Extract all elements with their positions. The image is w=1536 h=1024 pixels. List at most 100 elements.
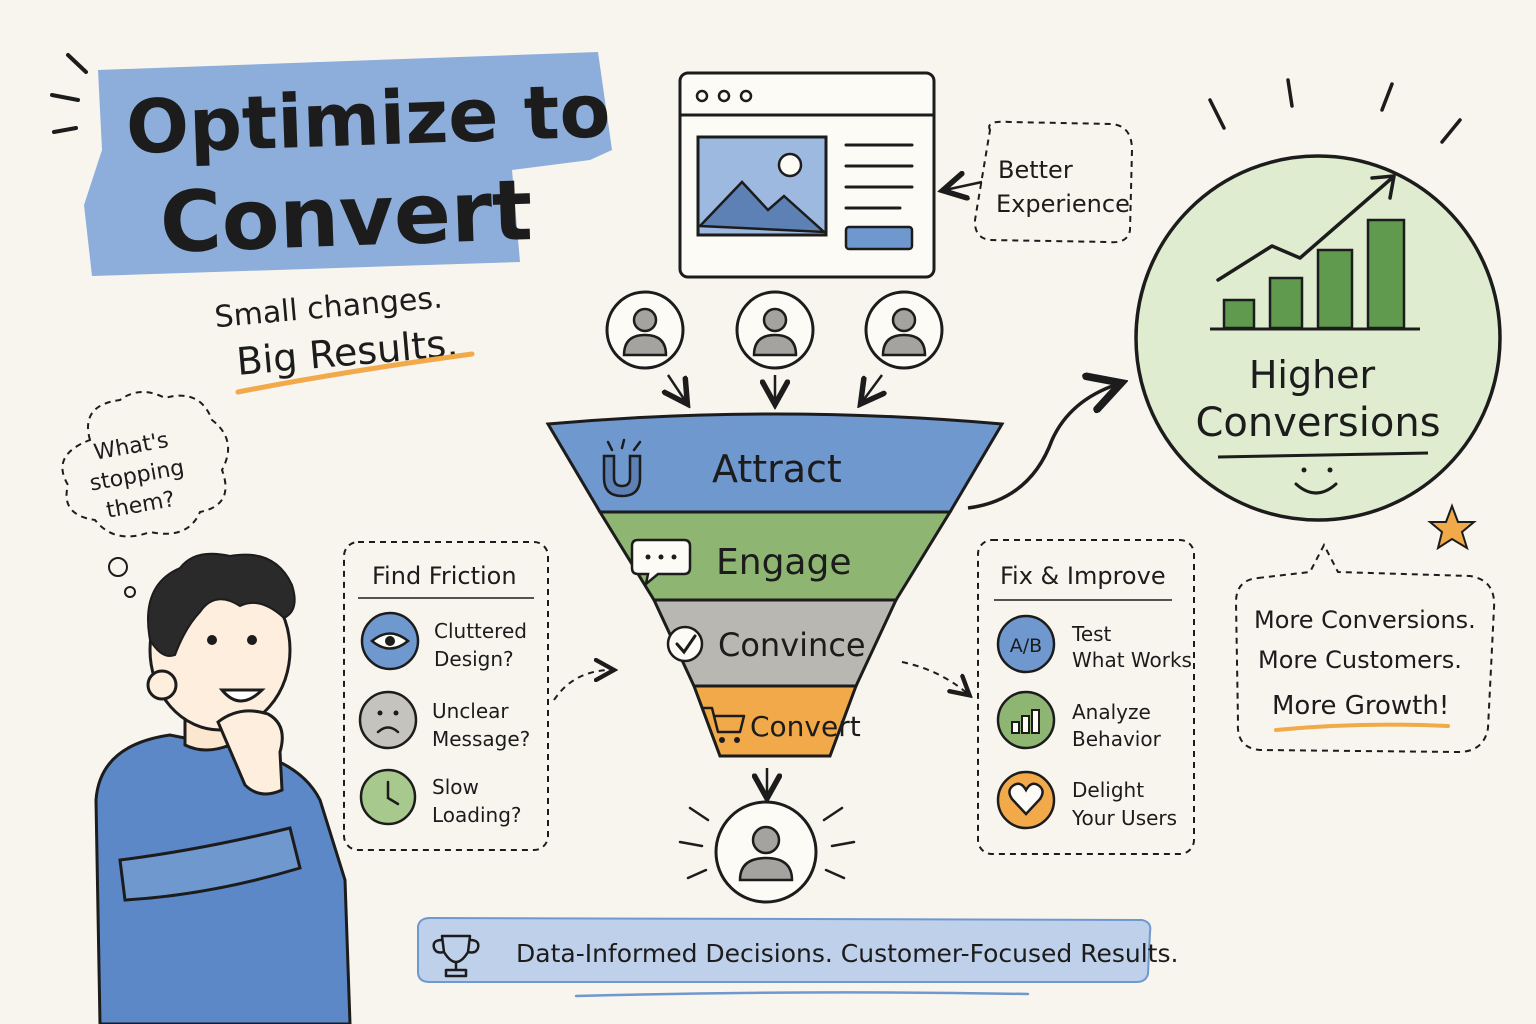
outcome-underline [1274, 722, 1450, 732]
callout-outline [973, 120, 1134, 244]
improve-label-line-2: Behavior [1072, 727, 1162, 751]
cta-button-placeholder [844, 225, 914, 251]
funnel-stage-label: Attract [712, 447, 842, 491]
arrow-down-icon [668, 374, 686, 402]
friction-item: Slow Loading? [359, 768, 522, 827]
funnel-stage-attract: Attract [545, 412, 1005, 514]
arrow-to-result-icon [967, 384, 1118, 510]
check-circle-icon [666, 625, 704, 663]
ab-badge: A/B [1010, 635, 1042, 657]
banner-text: Data-Informed Decisions. Customer-Focuse… [516, 939, 1178, 968]
funnel-stage-convince: Convince [651, 598, 899, 688]
person-smile [218, 688, 266, 703]
friction-label-line-2: Design? [434, 647, 514, 671]
avatar-icon [864, 290, 944, 370]
improve-label-line-1: Analyze [1072, 700, 1151, 724]
eye-icon [360, 611, 420, 671]
browser-dot-2 [717, 89, 731, 103]
thought-line-3: them? [104, 487, 177, 524]
person-hair [147, 552, 296, 657]
panel-title: Fix & Improve [1000, 562, 1166, 590]
image-placeholder-icon [696, 135, 828, 237]
trophy-icon [432, 934, 480, 978]
heart-icon [996, 770, 1056, 830]
banner-underline [574, 991, 1030, 998]
thinking-person-illustration [94, 552, 352, 1024]
text-lines [844, 143, 914, 210]
cart-icon [702, 706, 746, 743]
title-line-1: Optimize to [125, 68, 612, 171]
improve-label-line-1: Test [1071, 622, 1112, 646]
outcome-line-3: More Growth! [1272, 691, 1449, 721]
thought-bubble-small [108, 557, 128, 577]
panel-outline [343, 541, 549, 851]
panel-outline [977, 539, 1195, 855]
improve-label-line-2: What Works [1072, 648, 1192, 672]
sad-face-icon [358, 690, 418, 750]
smiley-icon [1294, 467, 1338, 495]
funnel-stage-convert: Convert [691, 684, 861, 758]
result-line-1: Higher [1249, 353, 1376, 397]
title-block: Optimize to Convert [50, 52, 612, 276]
friction-label-line-2: Loading? [432, 803, 522, 827]
tagline: Small changes. Big Results. [213, 280, 475, 395]
tagline-underline [235, 351, 475, 395]
star-icon [1427, 503, 1477, 551]
browser-window-illustration [678, 71, 936, 279]
friction-label-line-1: Slow [432, 775, 479, 799]
funnel-stage-engage: Engage [597, 510, 953, 602]
title-accent-marks [50, 53, 88, 134]
arrow-down-icon [862, 374, 882, 402]
banner-background [417, 916, 1152, 983]
improve-label-line-1: Delight [1072, 778, 1144, 802]
friction-item: Unclear Message? [358, 690, 530, 751]
find-friction-panel: Find Friction Cluttered Design? Unclear … [343, 541, 612, 851]
bar-chart-icon [996, 690, 1056, 750]
browser-dot-3 [739, 89, 753, 103]
person-ear [146, 669, 178, 701]
result-underline [1217, 451, 1429, 459]
improve-item: Analyze Behavior [996, 690, 1162, 751]
friction-item: Cluttered Design? [360, 611, 527, 671]
person-eye-right [247, 635, 257, 645]
thought-bubble-tiny [124, 586, 136, 598]
fix-improve-panel: Fix & Improve A/B Test What Works Analyz… [901, 539, 1195, 855]
better-experience-callout: Better Experience [945, 120, 1134, 244]
customer-avatar [678, 800, 856, 904]
visitor-avatars [605, 290, 944, 402]
bottom-banner: Data-Informed Decisions. Customer-Focuse… [417, 916, 1178, 998]
callout-line-2: Experience [996, 190, 1130, 218]
burst-lines [1208, 78, 1462, 144]
improve-item: Delight Your Users [996, 770, 1177, 830]
conversion-funnel: Attract Engage Convince [545, 412, 1005, 758]
panel-title: Find Friction [372, 562, 517, 590]
chat-bubble-icon [630, 538, 692, 588]
outcomes-outline [1234, 542, 1496, 754]
result-circle [1134, 154, 1502, 522]
ab-test-icon: A/B [996, 614, 1056, 674]
arrow-right-icon [901, 661, 968, 694]
outcome-line-2: More Customers. [1258, 646, 1462, 674]
outcome-line-1: More Conversions. [1254, 606, 1476, 634]
funnel-stage-label: Convince [718, 626, 866, 664]
funnel-stage-label: Engage [716, 542, 851, 583]
title-line-2: Convert [158, 161, 534, 272]
friction-label-line-2: Message? [432, 727, 530, 751]
funnel-stage-label: Convert [750, 710, 861, 743]
arrow-right-icon [553, 670, 612, 701]
browser-dot-1 [695, 89, 709, 103]
person-hand-on-chin [216, 709, 284, 796]
person-crossed-arm [118, 826, 302, 902]
thought-cloud-outline [61, 391, 230, 538]
callout-line-1: Better [998, 156, 1073, 184]
result-line-2: Conversions [1195, 400, 1440, 446]
result-badge: Higher Conversions [1134, 78, 1502, 522]
sparkle-lines [678, 806, 856, 880]
growth-chart-icon [1210, 174, 1420, 331]
friction-label-line-1: Unclear [432, 699, 509, 723]
friction-label-line-1: Cluttered [434, 619, 527, 643]
title-highlight [84, 52, 612, 276]
magnet-icon [602, 438, 642, 498]
avatar-icon [735, 290, 815, 370]
